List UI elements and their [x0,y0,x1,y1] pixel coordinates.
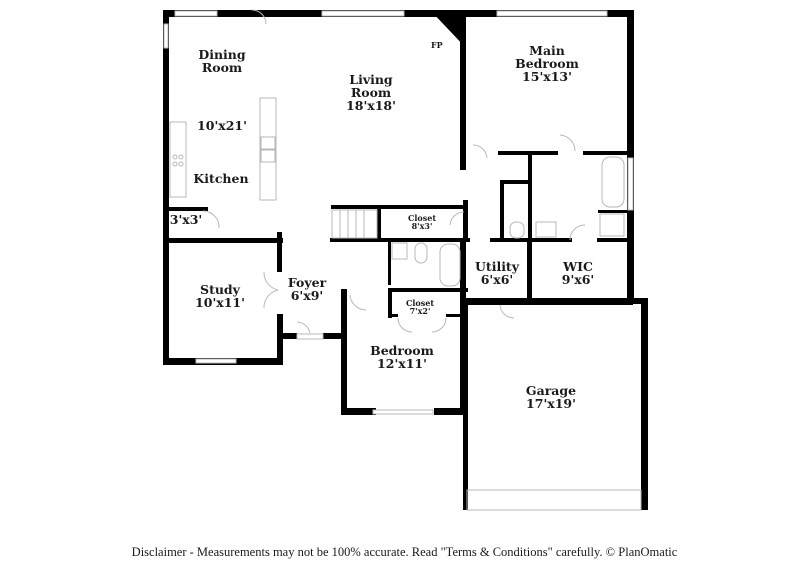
foyer-name: Foyer [287,275,327,290]
garage-name: Garage [525,383,577,398]
hall-closet-name: Closet [407,213,437,223]
bedroom-label: Bedroom 12'x11' [370,344,434,370]
disclaimer-text: Disclaimer - Measurements may not be 100… [131,545,678,559]
study-dimensions: 10'x11' [195,295,245,311]
kitchen-dimensions: 10'x21' [197,118,247,133]
garage-label: Garage 17'x19' [526,384,576,410]
study-name: Study [200,282,240,297]
wic-name: WIC [563,259,593,274]
bedroom-closet-dimensions: 7'x2' [409,306,431,317]
dining-room-name-line1: Dining [198,47,246,62]
main-bedroom-name-line2: Bedroom [515,56,579,72]
wic-label: WIC 9'x6' [562,260,595,286]
foyer-label: Foyer 6'x9' [288,276,326,302]
main-bedroom-dimensions: 15'x13' [522,69,572,85]
hall-closet-label: Closet 8'x3' [408,214,436,231]
living-room-label: Living Room 18'x18' [346,72,396,114]
fireplace-label: FP [431,40,443,50]
kitchen-name: Kitchen [193,171,249,186]
garage-dimensions: 17'x19' [526,396,576,412]
pantry-dimensions: 3'x3' [169,212,203,227]
bedroom-closet-label: Closet 7'x2' [406,299,434,316]
bedroom-dimensions: 12'x11' [377,356,427,372]
kitchen-dimensions-label: 10'x21' [197,119,247,132]
foyer-dimensions: 6'x9' [290,288,324,304]
windows [163,10,634,415]
utility-name: Utility [475,259,519,274]
bedroom-name: Bedroom [370,343,434,358]
walls [163,10,648,510]
bedroom-closet-name: Closet [405,298,435,308]
living-room-dimensions: 18'x18' [346,98,396,114]
kitchen-label: Kitchen [193,172,248,185]
dining-room-name-line2: Room [201,60,243,76]
wic-dimensions: 9'x6' [561,272,595,288]
dining-room-label: Dining Room [198,48,245,74]
fixtures [169,9,642,511]
hall-closet-dimensions: 8'x3' [411,221,433,232]
utility-dimensions: 6'x6' [480,272,514,288]
pantry-label: 3'x3' [170,213,203,226]
utility-label: Utility 6'x6' [475,260,519,286]
main-bedroom-label: Main Bedroom 15'x13' [515,43,579,85]
study-label: Study 10'x11' [195,283,245,309]
living-room-name-line2: Room [350,85,392,101]
living-room-name-line1: Living [349,72,393,87]
main-bedroom-name-line1: Main [529,43,565,58]
